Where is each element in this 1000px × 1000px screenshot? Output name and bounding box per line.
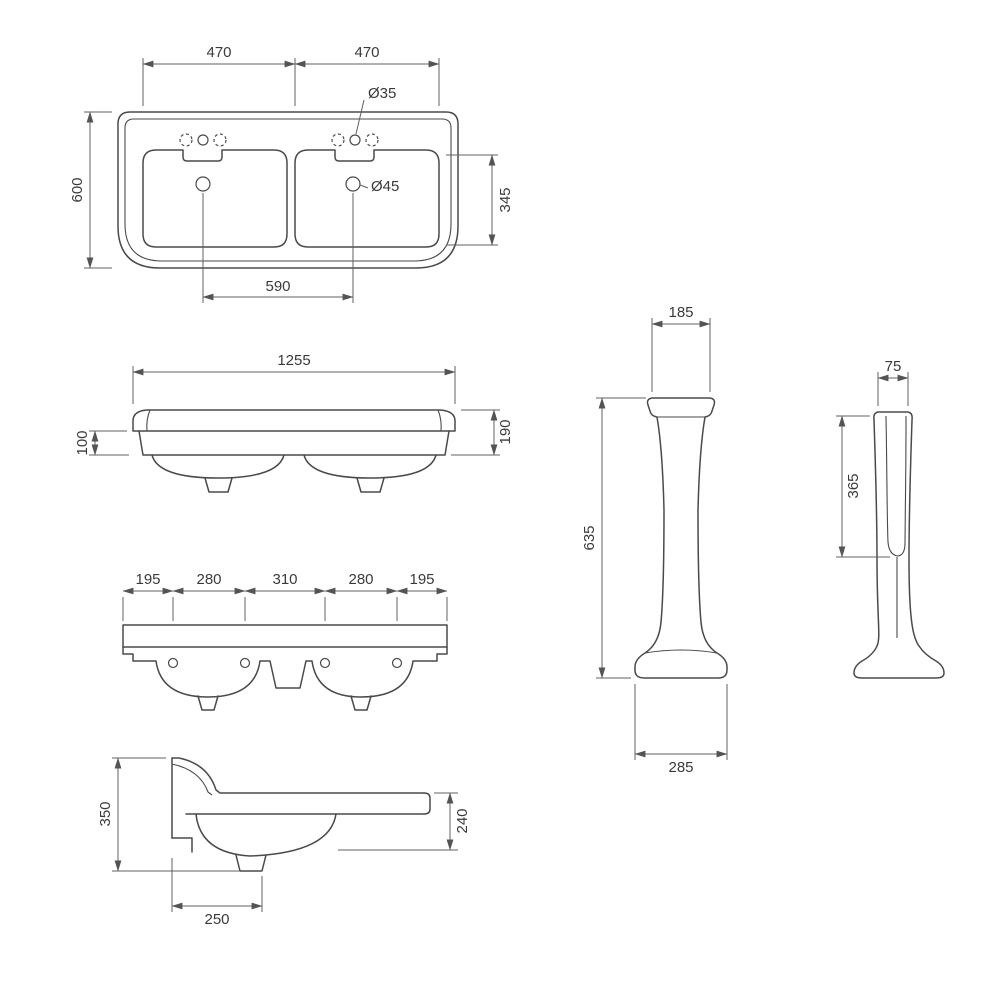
right-bowl-outline xyxy=(294,149,440,248)
dimension-190: 190 xyxy=(451,409,514,456)
fixing-hole-4 xyxy=(391,657,403,669)
pedestal-side-recess xyxy=(885,415,907,557)
dimension-590: 590 xyxy=(202,193,354,303)
dim-edge-height: 190 xyxy=(497,419,514,444)
front-apron-outline xyxy=(138,430,450,456)
section-waste-stub-left xyxy=(197,695,219,711)
front-view: 1255 100 190 xyxy=(74,352,514,493)
waste-hole-right xyxy=(345,176,361,192)
dim-pedestal-base-width: 285 xyxy=(668,759,693,776)
dim-pedestal-recess-height: 365 xyxy=(845,473,862,498)
plan-view: 470 470 Ø35 Ø45 600 345 xyxy=(69,44,514,303)
front-rim-outline xyxy=(132,409,456,432)
dimension-185: 185 xyxy=(651,304,711,392)
side-waste-stub xyxy=(235,854,267,872)
dim-pedestal-top-width: 185 xyxy=(668,304,693,321)
dim-overall-width: 1255 xyxy=(277,352,310,369)
dimension-470-left: 470 xyxy=(142,44,296,106)
side-inner-curve xyxy=(171,763,213,796)
dim-tap-hole-diameter: Ø35 xyxy=(368,85,396,102)
dimension-chain: 195 280 310 280 195 xyxy=(122,571,448,621)
dim-basin-width-right: 470 xyxy=(354,44,379,61)
dim-pedestal-top-depth: 75 xyxy=(885,358,902,375)
left-bowl-outline xyxy=(142,149,288,248)
side-top-profile xyxy=(171,757,425,794)
dim-segment-5: 195 xyxy=(409,571,434,588)
dim-segment-1: 195 xyxy=(135,571,160,588)
dimension-345: 345 xyxy=(446,154,514,246)
dimension-tap-hole: Ø35 xyxy=(355,85,396,135)
pedestal-front-outline xyxy=(634,397,728,679)
dim-waste-hole-diameter: Ø45 xyxy=(371,178,399,195)
dimension-75: 75 xyxy=(877,358,909,406)
section-view: 195 280 310 280 195 xyxy=(122,571,448,711)
fixing-hole-3 xyxy=(319,657,331,669)
pedestal-side-view: 75 365 xyxy=(836,358,945,679)
dim-front-height: 240 xyxy=(454,808,471,833)
section-waste-stub-right xyxy=(350,695,372,711)
dim-segment-4: 280 xyxy=(348,571,373,588)
section-lower-outline xyxy=(122,646,448,698)
dim-overall-height: 350 xyxy=(97,801,114,826)
dim-pedestal-height: 635 xyxy=(581,525,598,550)
front-waste-stub-left xyxy=(204,477,233,493)
basin-outer-outline xyxy=(117,111,459,269)
dimension-600: 600 xyxy=(69,111,112,269)
dimension-waste-hole: Ø45 xyxy=(359,178,399,195)
tap-hole-left-centre xyxy=(197,134,209,146)
dimension-100: 100 xyxy=(74,430,129,456)
pedestal-side-outline xyxy=(853,411,945,679)
side-back-step xyxy=(171,837,193,853)
dimension-250: 250 xyxy=(171,858,263,928)
front-waste-stub-right xyxy=(356,477,385,493)
dimension-470-right: 470 xyxy=(294,44,440,106)
dim-segment-3: 310 xyxy=(272,571,297,588)
pedestal-front-view: 185 635 285 xyxy=(581,304,728,776)
tap-hole-right-outer-right xyxy=(365,133,379,147)
fixing-hole-1 xyxy=(167,657,179,669)
dim-segment-2: 280 xyxy=(196,571,221,588)
waste-hole-left xyxy=(195,176,211,192)
dim-waste-offset: 345 xyxy=(497,187,514,212)
front-rim-end-curve-right xyxy=(437,409,442,432)
dim-depth: 600 xyxy=(69,177,86,202)
dimension-365: 365 xyxy=(836,415,890,558)
pedestal-base-line xyxy=(644,649,718,654)
side-front-lip xyxy=(423,792,431,815)
side-bowl xyxy=(195,813,337,857)
tap-hole-right-centre xyxy=(349,134,361,146)
front-rim-end-curve-left xyxy=(146,409,151,432)
dim-basin-width-left: 470 xyxy=(206,44,231,61)
dimension-350: 350 xyxy=(97,757,240,872)
dimension-635: 635 xyxy=(581,397,646,679)
dimension-1255: 1255 xyxy=(132,352,456,404)
tap-hole-right-outer-left xyxy=(331,133,345,147)
front-bowl-left xyxy=(151,454,285,479)
section-top-band xyxy=(122,624,448,648)
dim-projection: 250 xyxy=(204,911,229,928)
fixing-hole-2 xyxy=(239,657,251,669)
side-view: 350 240 250 xyxy=(97,757,471,928)
dimension-240: 240 xyxy=(338,792,471,851)
tap-hole-left-outer-left xyxy=(179,133,193,147)
basin-inner-rim xyxy=(124,118,452,262)
dimension-285: 285 xyxy=(634,684,728,776)
front-bowl-right xyxy=(303,454,437,479)
tap-hole-left-outer-right xyxy=(213,133,227,147)
dim-waste-centres: 590 xyxy=(265,278,290,295)
dim-apron-height: 100 xyxy=(74,430,91,455)
